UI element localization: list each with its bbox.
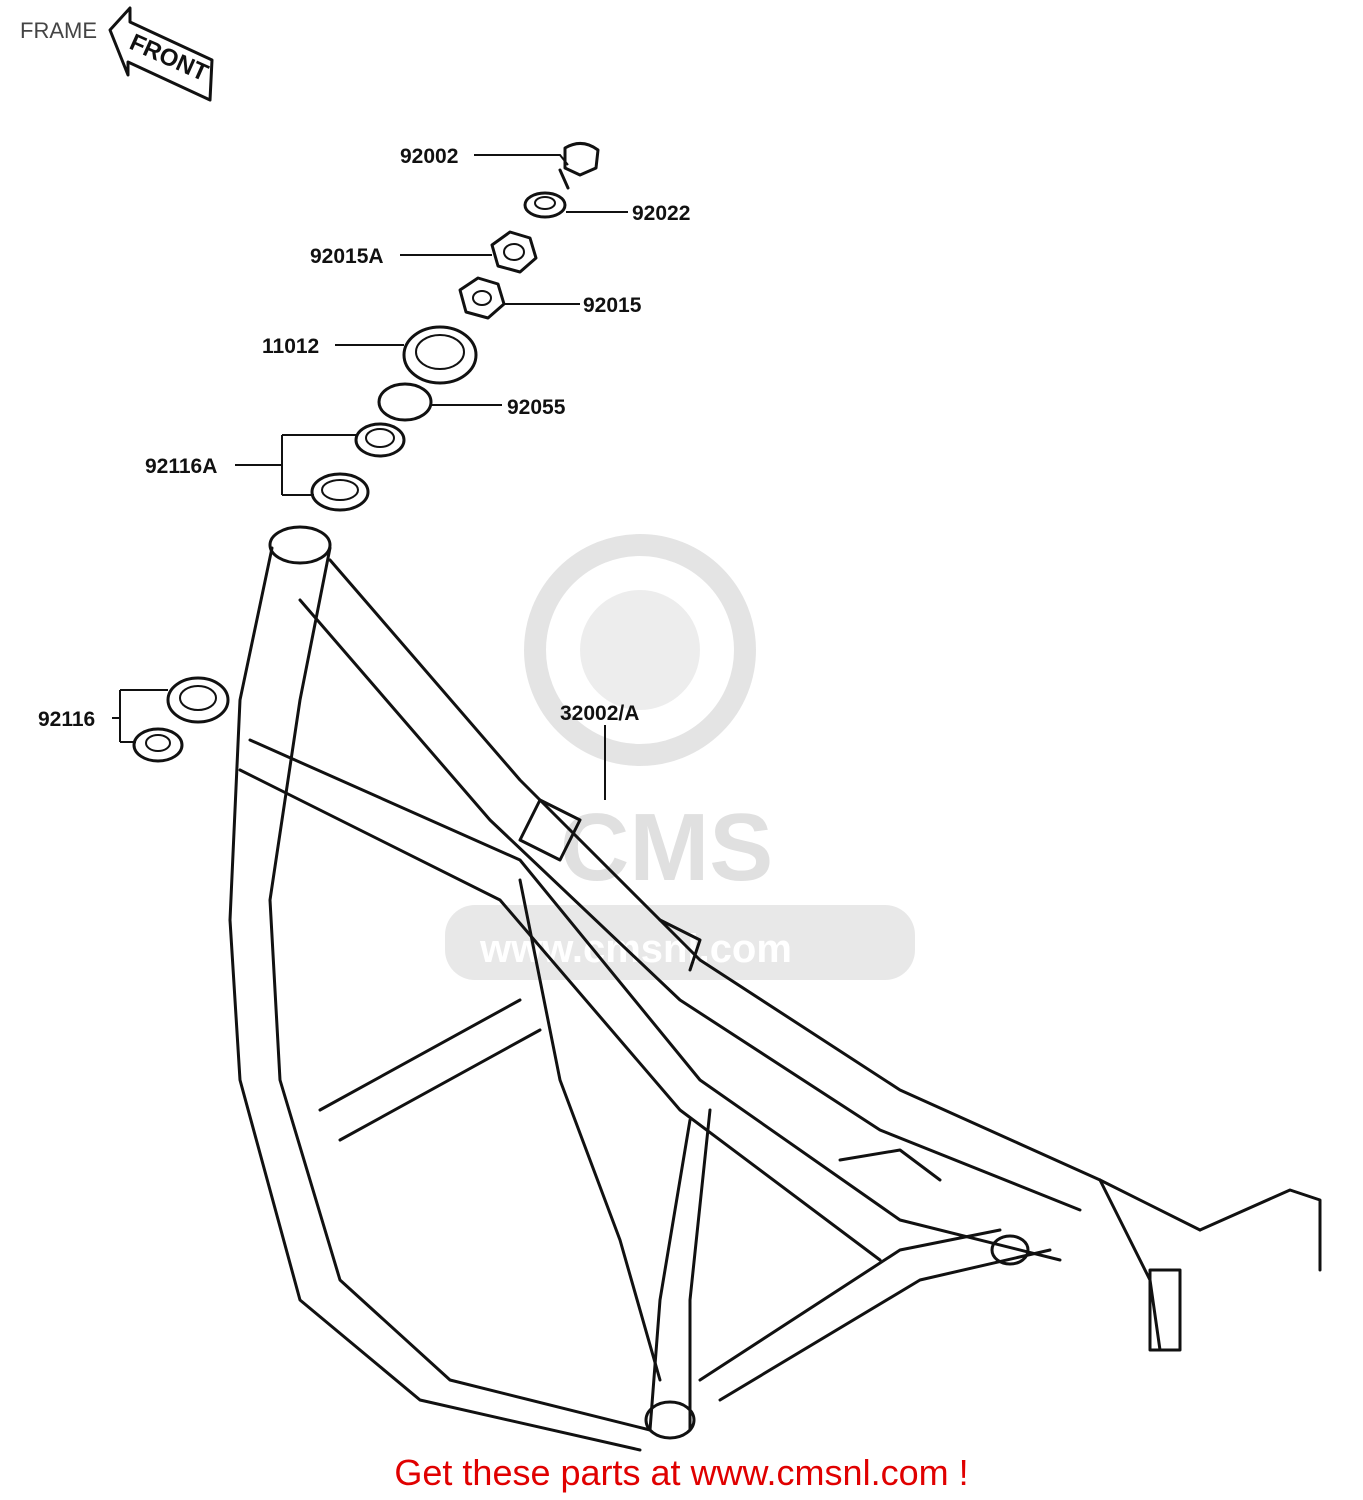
part-92116A-bearing-upper bbox=[354, 422, 406, 458]
part-92015A-nut bbox=[490, 230, 538, 274]
callout-92116: 92116 bbox=[38, 708, 95, 731]
front-arrow-label: FRONT bbox=[126, 29, 213, 87]
diagram-title: FRAME bbox=[20, 18, 97, 43]
part-92116-race-lower bbox=[166, 676, 230, 724]
callout-92055: 92055 bbox=[507, 396, 566, 419]
part-11012-seal bbox=[402, 325, 478, 385]
callout-92116A: 92116A bbox=[145, 455, 217, 478]
part-92002-bolt bbox=[558, 142, 600, 190]
watermark-brand: CMS bbox=[560, 794, 773, 901]
watermark-url: www.cmsnl.com bbox=[479, 927, 792, 971]
frame-32002-illustration bbox=[228, 525, 1322, 1452]
part-92116A-race bbox=[310, 472, 370, 512]
leader-lines bbox=[112, 154, 628, 800]
cms-watermark: CMS www.cmsnl.com bbox=[445, 534, 915, 980]
promo-link-text[interactable]: Get these parts at www.cmsnl.com ! bbox=[394, 1452, 969, 1493]
callout-11012: 11012 bbox=[262, 335, 319, 358]
part-92055-oring bbox=[377, 382, 433, 422]
callout-92015A: 92015A bbox=[310, 245, 384, 268]
callout-92002: 92002 bbox=[400, 145, 458, 168]
part-92015-nut bbox=[458, 276, 506, 320]
callout-92015: 92015 bbox=[583, 294, 642, 317]
part-92116-bearing-lower bbox=[132, 727, 184, 763]
part-92022-washer bbox=[523, 191, 567, 219]
front-arrow: FRONT bbox=[108, 6, 214, 102]
callout-32002A: 32002/A bbox=[560, 702, 639, 725]
callout-92022: 92022 bbox=[632, 202, 690, 225]
